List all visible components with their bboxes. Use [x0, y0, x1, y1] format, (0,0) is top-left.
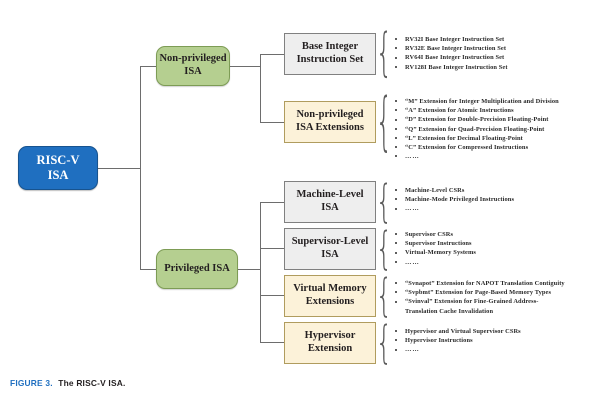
- node-nonpriv-ext-line1: Non-privileged: [296, 109, 364, 121]
- list-item-ellipsis: ……: [392, 152, 559, 161]
- figure-caption: FIGURE 3. The RISC-V ISA.: [10, 378, 126, 388]
- list-item: Hypervisor Instructions: [392, 336, 521, 345]
- list-item: Supervisor Instructions: [392, 239, 476, 248]
- node-machine-level-line2: ISA: [321, 202, 339, 213]
- brace-machine-level: {: [378, 182, 390, 224]
- list-base-integer-instruction-set: RV32I Base Integer Instruction Set RV32E…: [392, 35, 508, 72]
- node-privileged-isa[interactable]: Privileged ISA: [156, 249, 238, 289]
- list-item: Virtual-Memory Systems: [392, 248, 476, 257]
- connector-to-supervisor-level: [260, 248, 284, 249]
- node-vmem-ext-line1: Virtual Memory: [293, 283, 367, 295]
- connector-to-nonpriv-ext: [260, 122, 284, 123]
- connector-priv-out: [238, 269, 260, 270]
- node-risc-v-isa[interactable]: RISC-V ISA: [18, 146, 98, 190]
- list-virtual-memory-extensions: “Svnapot” Extension for NAPOT Translatio…: [392, 279, 565, 316]
- node-hypervisor-extension[interactable]: Hypervisor Extension: [284, 322, 376, 364]
- node-risc-v-isa-line2: ISA: [47, 168, 69, 182]
- node-risc-v-isa-line1: RISC-V: [36, 152, 80, 167]
- connector-priv-spine: [260, 202, 261, 342]
- connector-to-vmem-ext: [260, 295, 284, 296]
- list-item-ellipsis: ……: [392, 345, 521, 354]
- caption-title: The RISC-V ISA.: [58, 378, 126, 388]
- list-item: “L” Extension for Decimal Floating-Point: [392, 134, 559, 143]
- connector-nonpriv-spine: [260, 54, 261, 122]
- connector-root-out: [98, 168, 140, 169]
- list-supervisor-level-isa: Supervisor CSRs Supervisor Instructions …: [392, 230, 476, 267]
- list-item: Machine-Level CSRs: [392, 186, 514, 195]
- node-machine-level-isa[interactable]: Machine-Level ISA: [284, 181, 376, 223]
- connector-to-hypervisor: [260, 342, 284, 343]
- node-privileged-isa-line1: Privileged ISA: [164, 262, 230, 274]
- node-vmem-ext-line2: Extensions: [305, 296, 355, 307]
- list-item: “A” Extension for Atomic Instructions: [392, 106, 559, 115]
- node-non-privileged-isa-line1: Non-privileged: [159, 53, 227, 65]
- list-hypervisor-extension: Hypervisor and Virtual Supervisor CSRs H…: [392, 327, 521, 355]
- list-non-privileged-isa-extensions: “M” Extension for Integer Multiplication…: [392, 97, 559, 161]
- node-non-privileged-isa-line2: ISA: [184, 66, 202, 77]
- list-item: “Q” Extension for Quad-Precision Floatin…: [392, 125, 559, 134]
- brace-supervisor-level: {: [378, 229, 390, 271]
- list-item: Hypervisor and Virtual Supervisor CSRs: [392, 327, 521, 336]
- brace-nonpriv-extensions: {: [378, 93, 390, 153]
- list-item: “Svpbmt” Extension for Page-Based Memory…: [392, 288, 565, 297]
- node-supervisor-level-line1: Supervisor-Level: [291, 236, 369, 248]
- node-hypervisor-line1: Hypervisor: [304, 330, 356, 342]
- connector-to-priv: [140, 269, 156, 270]
- connector-nonpriv-out: [230, 66, 260, 67]
- node-non-privileged-isa[interactable]: Non-privileged ISA: [156, 46, 230, 86]
- caption-number: FIGURE 3.: [10, 378, 53, 388]
- list-item: “D” Extension for Double-Precision Float…: [392, 115, 559, 124]
- list-machine-level-isa: Machine-Level CSRs Machine-Mode Privileg…: [392, 186, 514, 214]
- list-item-continuation: Translation Cache Invalidation: [405, 307, 494, 315]
- brace-hypervisor: {: [378, 323, 390, 365]
- node-base-integer-line1: Base Integer: [301, 41, 359, 53]
- list-item: RV64I Base Integer Instruction Set: [392, 53, 508, 62]
- node-machine-level-line1: Machine-Level: [296, 189, 364, 201]
- list-item: “Svnapot” Extension for NAPOT Translatio…: [392, 279, 565, 288]
- node-hypervisor-line2: Extension: [307, 343, 353, 354]
- list-item: RV128I Base Integer Instruction Set: [392, 63, 508, 72]
- node-supervisor-level-isa[interactable]: Supervisor-Level ISA: [284, 228, 376, 270]
- list-item-ellipsis: ……: [392, 204, 514, 213]
- list-item-ellipsis: ……: [392, 258, 476, 267]
- list-item: RV32I Base Integer Instruction Set: [392, 35, 508, 44]
- list-item: Machine-Mode Privileged Instructions: [392, 195, 514, 204]
- node-base-integer-line2: Instruction Set: [296, 54, 364, 65]
- node-virtual-memory-extensions[interactable]: Virtual Memory Extensions: [284, 275, 376, 317]
- node-nonpriv-ext-line2: ISA Extensions: [296, 122, 364, 133]
- node-non-privileged-isa-extensions[interactable]: Non-privileged ISA Extensions: [284, 101, 376, 143]
- connector-to-base-integer: [260, 54, 284, 55]
- node-supervisor-level-line2: ISA: [321, 249, 339, 260]
- node-base-integer-instruction-set[interactable]: Base Integer Instruction Set: [284, 33, 376, 75]
- connector-to-nonpriv: [140, 66, 156, 67]
- connector-root-spine: [140, 66, 141, 269]
- connector-to-machine-level: [260, 202, 284, 203]
- list-item: “M” Extension for Integer Multiplication…: [392, 97, 559, 106]
- list-item: Supervisor CSRs: [392, 230, 476, 239]
- list-item: “Svinval” Extension for Fine-Grained Add…: [392, 297, 565, 306]
- list-item: “C” Extension for Compressed Instruction…: [392, 143, 559, 152]
- brace-virtual-memory: {: [378, 276, 390, 318]
- list-item: RV32E Base Integer Instruction Set: [392, 44, 508, 53]
- brace-base-integer: {: [378, 29, 390, 79]
